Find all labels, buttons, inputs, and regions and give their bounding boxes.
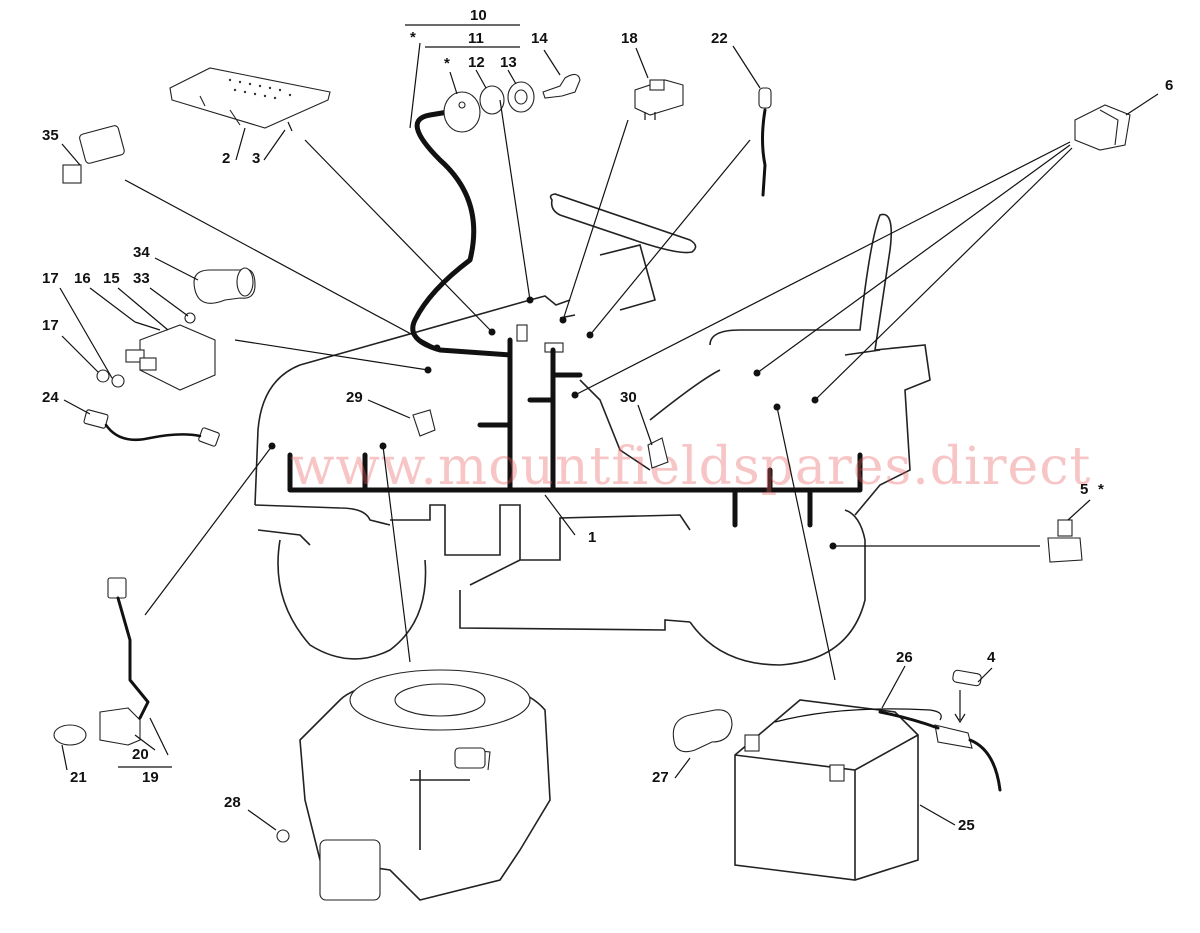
label-33: 33 (133, 270, 150, 287)
label-28: 28 (224, 794, 241, 811)
ignition-key-part (542, 73, 581, 99)
label-stubs (59, 45, 1159, 831)
label-6: 6 (1165, 77, 1173, 94)
clip-parts (412, 409, 669, 469)
label-27: 27 (652, 769, 669, 786)
watermark-text: www.mountfieldspares.direct (290, 437, 1091, 497)
tractor-outline (254, 193, 931, 666)
label-25: 25 (958, 817, 975, 834)
seat-switch-part (1074, 104, 1131, 151)
leader-lines (118, 24, 1073, 768)
label-5-asterisk: * (1098, 481, 1104, 498)
wire-lead-part (83, 409, 220, 447)
label-21: 21 (70, 769, 87, 786)
label-18: 18 (621, 30, 638, 47)
battery-cap-part (672, 709, 733, 753)
label-26: 26 (896, 649, 913, 666)
label-16: 16 (74, 270, 91, 287)
label-17b: 17 (42, 317, 59, 334)
part-labels: 10 * 11 * 12 13 14 18 22 6 35 2 3 34 17 … (42, 7, 1173, 834)
label-3: 3 (252, 150, 260, 167)
brake-switch-part (1047, 519, 1083, 563)
rocker-switch-part (634, 79, 684, 120)
relay-part (62, 125, 125, 184)
label-12: 12 (468, 54, 485, 71)
label-22: 22 (711, 30, 728, 47)
sensor-part (758, 87, 772, 197)
engine-part (299, 669, 551, 901)
label-10: 10 (470, 7, 487, 24)
label-34: 34 (133, 244, 150, 261)
battery-part (734, 699, 942, 881)
label-20: 20 (132, 746, 149, 763)
label-1: 1 (588, 529, 596, 546)
label-2: 2 (222, 150, 230, 167)
label-11-asterisk: * (444, 55, 450, 72)
label-11: 11 (468, 30, 484, 47)
circuit-board-part (169, 67, 331, 132)
callout-dots (268, 296, 837, 550)
headlamp-part (53, 577, 150, 746)
label-13: 13 (500, 54, 517, 71)
label-5: 5 (1080, 481, 1088, 498)
label-4: 4 (987, 649, 996, 666)
terminal-cap-part (193, 267, 256, 304)
label-30: 30 (620, 389, 637, 406)
nut-part (276, 829, 290, 843)
label-15: 15 (103, 270, 120, 287)
label-19: 19 (142, 769, 159, 786)
solenoid-part (96, 312, 216, 391)
label-10-asterisk: * (410, 29, 416, 46)
ignition-switch-part (443, 81, 535, 133)
label-24: 24 (42, 389, 59, 406)
wiring-harness (287, 107, 863, 528)
label-29: 29 (346, 389, 363, 406)
fuse-part (878, 669, 1002, 792)
label-17a: 17 (42, 270, 59, 287)
label-35: 35 (42, 127, 59, 144)
label-14: 14 (531, 30, 548, 47)
